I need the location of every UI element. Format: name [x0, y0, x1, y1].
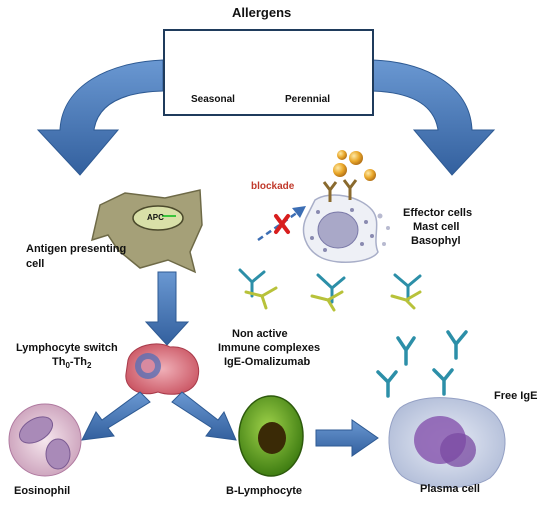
eosinophil-cell	[8, 403, 82, 477]
curved-arrow-left	[36, 59, 164, 176]
free-ige-icon	[376, 330, 468, 398]
immune-line3: IgE-Omalizumab	[224, 356, 311, 368]
plasma-cell-label: Plasma cell	[420, 483, 480, 495]
perennial-label: Perennial	[285, 94, 331, 105]
blocked-x-icon	[274, 214, 290, 234]
free-ige-label: Free IgE	[494, 390, 538, 402]
ige-receptor-icon	[322, 179, 358, 202]
lymph-switch-line2: Th0-Th2	[52, 356, 92, 371]
mast-cell	[302, 194, 390, 264]
plasma-cell	[388, 397, 506, 488]
allergen-particles-icon	[333, 150, 376, 181]
arrow-to-b-lymphocyte	[171, 391, 237, 441]
immune-line2: Immune complexes	[218, 342, 321, 354]
seasonal-label: Seasonal	[191, 94, 235, 105]
page-title: Allergens	[232, 5, 292, 20]
arrow-to-plasma-cell	[315, 419, 379, 457]
lymph-switch-line1: Lymphocyte switch	[16, 342, 118, 354]
b-lymphocyte-label: B-Lymphocyte	[226, 485, 302, 497]
apc-caption-line1: Antigen presenting	[26, 243, 127, 255]
allergen-box	[163, 29, 374, 116]
apc-caption-line2: cell	[26, 258, 45, 270]
lymphocyte-cell	[125, 343, 200, 395]
b-lymphocyte-cell	[238, 395, 304, 477]
effector-line3: Basophyl	[411, 235, 461, 247]
arrow-to-eosinophil	[81, 391, 151, 441]
blockade-label: blockade	[251, 181, 295, 192]
curved-arrow-right	[371, 59, 496, 176]
effector-line2: Mast cell	[413, 221, 460, 233]
immune-line1: Non active	[232, 328, 288, 340]
eosinophil-label: Eosinophil	[14, 485, 71, 497]
arrow-apc-to-lymphocyte	[144, 271, 190, 346]
apc-cell	[90, 189, 203, 274]
effector-line1: Effector cells	[403, 207, 473, 219]
apc-label: APC	[147, 213, 164, 222]
immune-complex-icon	[238, 268, 422, 312]
